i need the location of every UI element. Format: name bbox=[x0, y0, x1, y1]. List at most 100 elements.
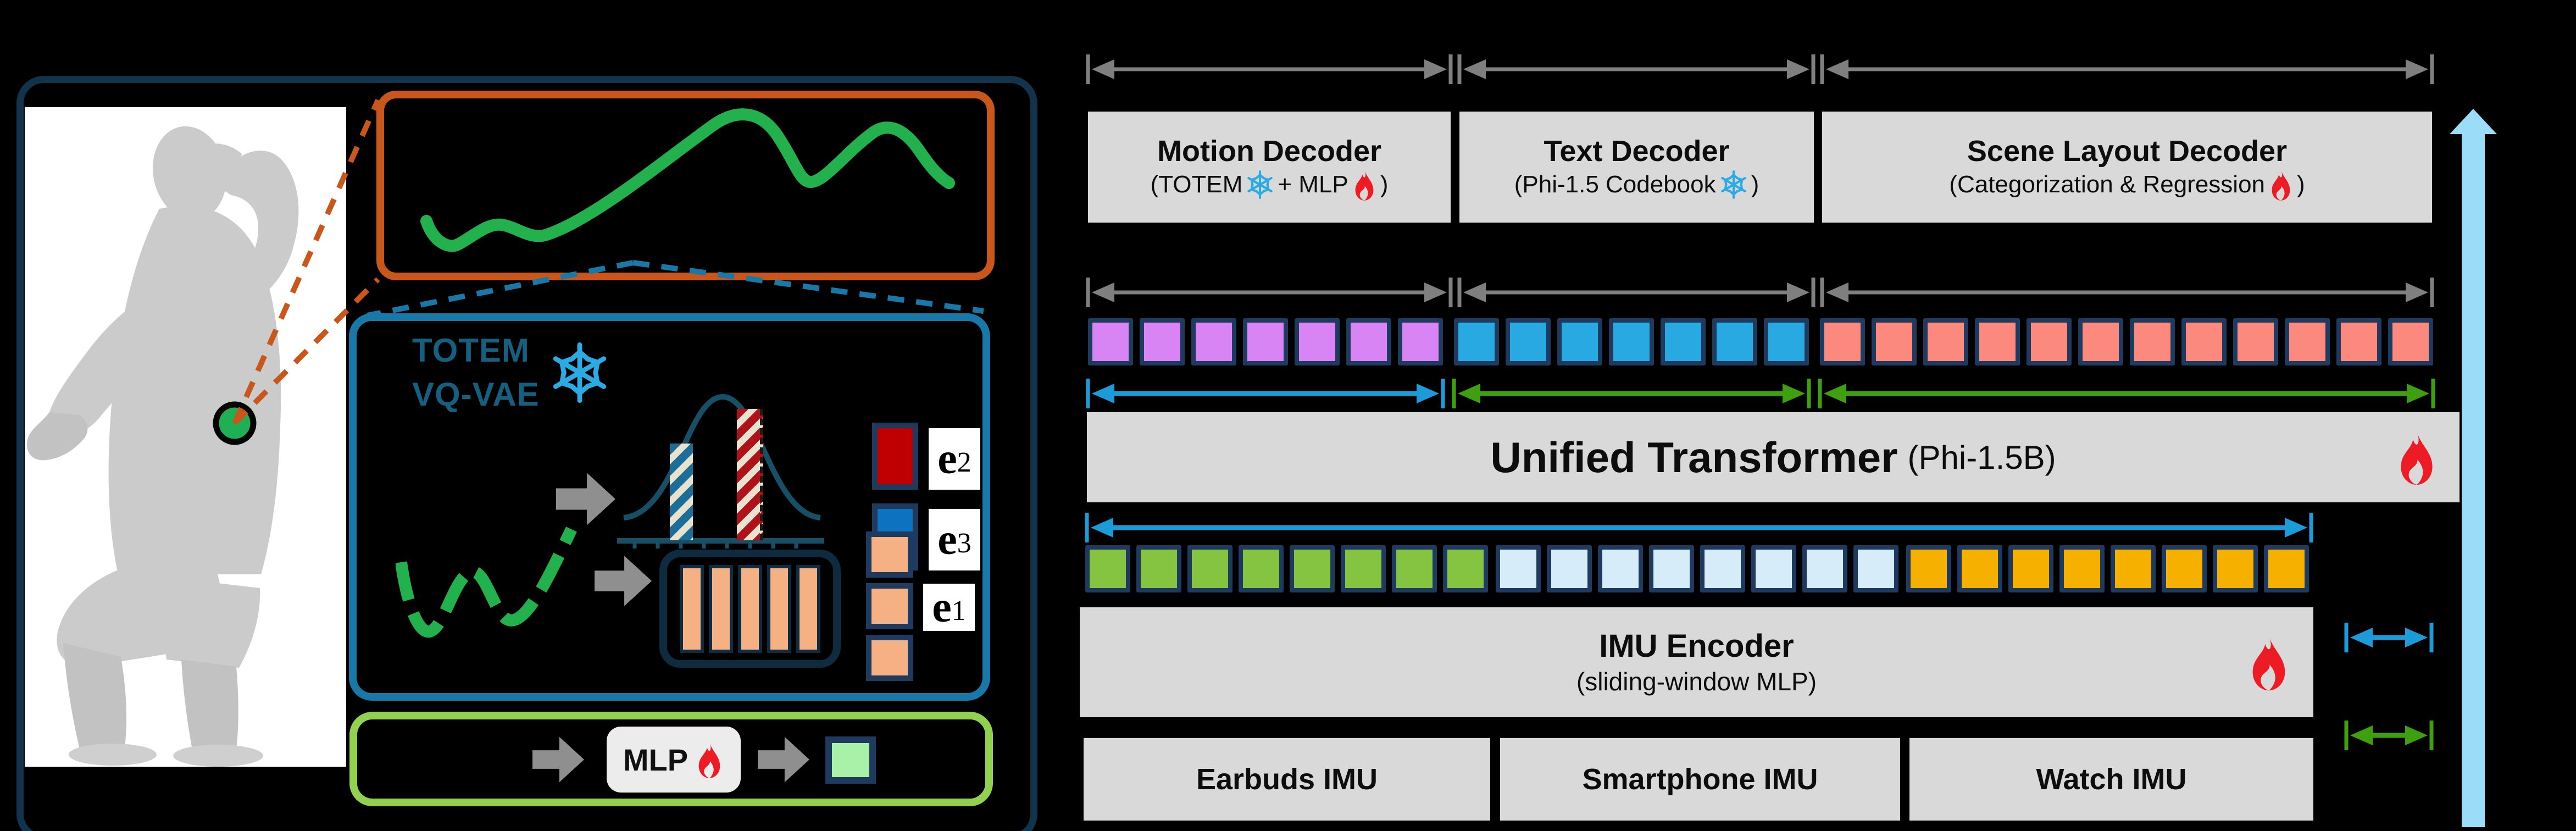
text-sub-close: ) bbox=[1751, 171, 1759, 198]
token bbox=[1609, 318, 1654, 365]
upward-flow-arrow-shaft bbox=[2462, 133, 2485, 827]
imu-signal-waveform bbox=[420, 108, 955, 252]
latent-bar bbox=[796, 564, 820, 653]
mlp-chip: MLP bbox=[607, 727, 741, 793]
flame-icon bbox=[2401, 430, 2433, 485]
token bbox=[1239, 545, 1284, 592]
token bbox=[1496, 545, 1541, 592]
token bbox=[1398, 318, 1443, 365]
token bbox=[1295, 318, 1340, 365]
earbuds-embedding-tokens bbox=[1085, 545, 1488, 592]
token bbox=[1975, 318, 2020, 365]
token bbox=[2213, 545, 2258, 592]
raw-signal-callout-box bbox=[376, 91, 995, 280]
transformer-subtitle: (Phi-1.5B) bbox=[1907, 439, 2056, 476]
right-arrow-icon bbox=[595, 556, 652, 606]
codebook-entry-e2-square bbox=[872, 423, 918, 490]
token bbox=[1853, 545, 1898, 592]
token bbox=[1957, 545, 2002, 592]
text-decoder-box: Text Decoder (Phi-1.5 Codebook ) bbox=[1459, 112, 1814, 223]
token bbox=[2264, 545, 2309, 592]
token bbox=[2130, 318, 2175, 365]
token bbox=[1392, 545, 1437, 592]
totem-label-line1: TOTEM bbox=[412, 332, 530, 369]
token bbox=[2008, 545, 2053, 592]
token bbox=[1140, 318, 1185, 365]
token bbox=[1700, 545, 1745, 592]
flame-icon bbox=[2252, 634, 2285, 691]
scene-sub-pre: (Categorization & Regression bbox=[1949, 171, 2266, 198]
token bbox=[2078, 318, 2123, 365]
token bbox=[2233, 318, 2278, 365]
token bbox=[2027, 318, 2072, 365]
token bbox=[1820, 318, 1865, 365]
motion-sub-mid: + MLP bbox=[1278, 171, 1348, 198]
flame-icon bbox=[698, 741, 720, 778]
e3-sub: 3 bbox=[957, 527, 971, 559]
token bbox=[1191, 318, 1236, 365]
token bbox=[2336, 318, 2381, 365]
token bbox=[1649, 545, 1694, 592]
scene-tokens bbox=[1820, 318, 2433, 365]
earbuds-imu-box: Earbuds IMU bbox=[1084, 738, 1490, 821]
right-arrow-icon bbox=[532, 736, 584, 783]
token bbox=[2181, 318, 2227, 365]
token bbox=[1341, 545, 1386, 592]
motion-sub-close: ) bbox=[1380, 171, 1389, 198]
e1-base: e bbox=[932, 583, 952, 631]
flame-icon bbox=[2272, 169, 2290, 201]
imu-encoder-subtitle: (sliding-window MLP) bbox=[1576, 667, 1817, 696]
scene-sub-close: ) bbox=[2297, 171, 2305, 198]
upward-flow-arrow-head bbox=[2450, 109, 2497, 134]
imu-encoder-title: IMU Encoder bbox=[1599, 628, 1794, 664]
smartphone-imu-box: Smartphone IMU bbox=[1500, 738, 1900, 821]
latent-bar bbox=[680, 564, 704, 653]
text-sub-pre: (Phi-1.5 Codebook bbox=[1514, 171, 1716, 198]
e1-sub: 1 bbox=[951, 595, 966, 627]
token bbox=[1136, 545, 1181, 592]
transformer-title: Unified Transformer bbox=[1490, 433, 1898, 481]
snowflake-icon bbox=[1246, 170, 1274, 199]
token bbox=[1547, 545, 1592, 592]
scene-layout-decoder-box: Scene Layout Decoder (Categorization & R… bbox=[1822, 112, 2432, 223]
token bbox=[1290, 545, 1335, 592]
token bbox=[2388, 318, 2433, 365]
token bbox=[1243, 318, 1288, 365]
codebook-entry-e1-square bbox=[866, 583, 913, 629]
e3-base: e bbox=[937, 515, 957, 564]
token bbox=[1346, 318, 1391, 365]
mlp-output-token bbox=[825, 736, 876, 784]
token bbox=[1557, 318, 1602, 365]
codebook-distribution-plot bbox=[617, 394, 824, 549]
right-arrow-icon bbox=[556, 473, 615, 525]
token bbox=[1661, 318, 1706, 365]
text-decoder-title: Text Decoder bbox=[1544, 135, 1730, 168]
unified-transformer-bar: Unified Transformer (Phi-1.5B) bbox=[1087, 412, 2460, 502]
token bbox=[1923, 318, 1968, 365]
token bbox=[2285, 318, 2330, 365]
snowflake-icon bbox=[549, 342, 610, 403]
mlp-branch-box bbox=[349, 712, 993, 806]
seated-human-mesh bbox=[27, 126, 299, 767]
smartphone-imu-label: Smartphone IMU bbox=[1582, 763, 1818, 796]
human-figure-photo bbox=[25, 107, 346, 767]
e2-base: e bbox=[937, 434, 957, 483]
token bbox=[2162, 545, 2207, 592]
motion-tokens bbox=[1088, 318, 1443, 365]
watch-embedding-tokens bbox=[1906, 545, 2309, 592]
token bbox=[1802, 545, 1847, 592]
totem-label-line2: VQ-VAE bbox=[412, 376, 540, 413]
token-row-imu-embeddings bbox=[1085, 545, 2309, 592]
smartphone-embedding-tokens bbox=[1496, 545, 1898, 592]
vqvae-latent-box bbox=[659, 550, 841, 668]
earbuds-imu-label: Earbuds IMU bbox=[1196, 763, 1378, 796]
token bbox=[1598, 545, 1643, 592]
right-arrow-icon bbox=[758, 736, 809, 783]
codebook-entry-e1-square bbox=[866, 635, 913, 681]
token bbox=[1187, 545, 1233, 592]
token bbox=[2111, 545, 2156, 592]
token bbox=[1443, 545, 1488, 592]
